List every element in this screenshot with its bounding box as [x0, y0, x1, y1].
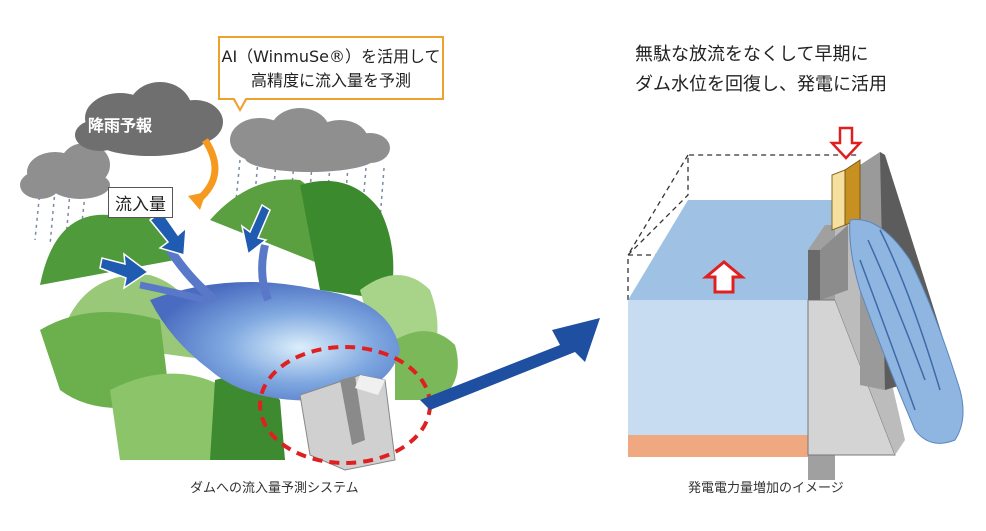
inflow-stream	[258, 244, 272, 302]
left-caption: ダムへの流入量予測システム	[190, 481, 359, 496]
forecast-arrow	[195, 138, 219, 203]
mountain-icon	[40, 179, 458, 460]
callout-line-1: AI（WinmuSe®）を活用して	[221, 47, 441, 66]
reservoir-water-body	[628, 300, 808, 435]
callout-tail-inner	[234, 97, 246, 108]
reservoir-water-top	[628, 200, 845, 300]
inflow-label: 流入量	[108, 187, 173, 218]
transition-arrow	[420, 318, 600, 410]
right-title: 無駄な放流をなくして早期に ダム水位を回復し、発電に活用	[635, 40, 887, 100]
rain-forecast-label: 降雨予報	[88, 116, 153, 135]
right-title-line-1: 無駄な放流をなくして早期に	[635, 44, 869, 65]
forecast-arrowhead	[188, 192, 206, 210]
inflow-stream	[166, 247, 218, 304]
inflow-stream	[139, 281, 206, 304]
right-caption: 発電電力量増加のイメージ	[688, 481, 844, 496]
water-rise-arrow	[701, 260, 747, 294]
ai-callout: AI（WinmuSe®）を活用して 高精度に流入量を予測	[218, 36, 444, 100]
reservoir-water	[150, 282, 400, 401]
callout-line-2: 高精度に流入量を予測	[250, 71, 411, 90]
gate-down-arrow	[829, 126, 863, 160]
arrow-icon	[99, 203, 271, 290]
gate-side	[844, 159, 861, 226]
right-title-line-2: ダム水位を回復し、発電に活用	[635, 74, 887, 95]
cloud-icon	[20, 82, 390, 199]
gate-front	[831, 169, 846, 231]
sediment-layer	[628, 435, 808, 457]
flow-lines	[859, 229, 941, 411]
dam-icon	[299, 374, 396, 471]
